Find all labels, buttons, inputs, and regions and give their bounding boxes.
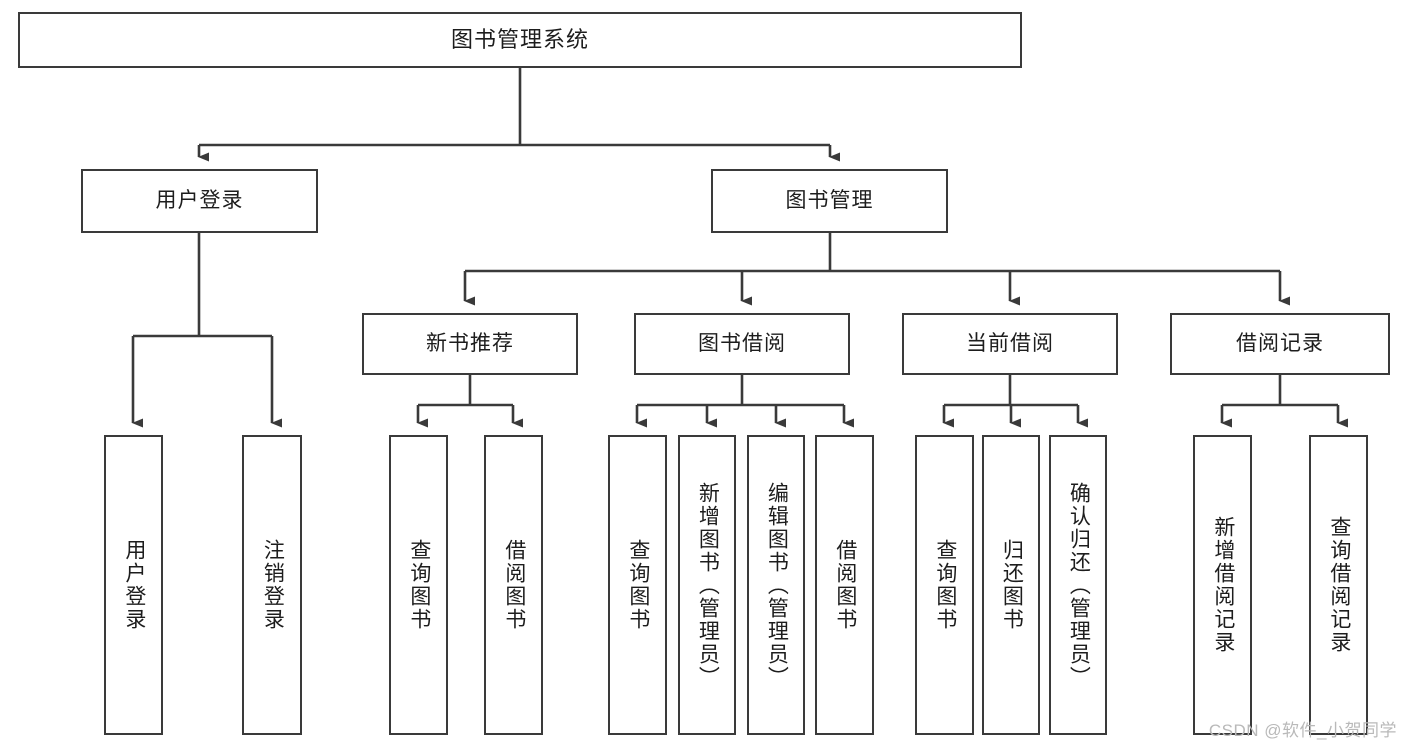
node-label: 借阅记录	[1236, 332, 1324, 356]
node-label: 图书管理系统	[450, 26, 589, 52]
leaf-user-login-login[interactable]: 用户登录	[104, 435, 163, 735]
node-label: 归还图书	[1000, 539, 1024, 631]
leaf-new-book-query[interactable]: 查询图书	[389, 435, 448, 735]
leaf-book-borrow-add[interactable]: 新增图书（管理员）	[678, 435, 736, 735]
node-label: 确认归还（管理员）	[1067, 481, 1091, 689]
leaf-current-borrow-query[interactable]: 查询图书	[915, 435, 974, 735]
node-root-system[interactable]: 图书管理系统	[18, 12, 1022, 68]
node-label: 图书管理	[785, 189, 874, 213]
node-label: 借阅图书	[833, 539, 857, 631]
node-book-management[interactable]: 图书管理	[711, 169, 948, 233]
node-label: 查询借阅记录	[1327, 516, 1351, 654]
node-label: 图书借阅	[698, 332, 786, 356]
leaf-new-book-borrow[interactable]: 借阅图书	[484, 435, 543, 735]
node-label: 当前借阅	[966, 332, 1054, 356]
node-label: 查询图书	[626, 539, 650, 631]
node-label: 查询图书	[933, 539, 957, 631]
leaf-user-login-logout[interactable]: 注销登录	[242, 435, 302, 735]
node-new-book-recommend[interactable]: 新书推荐	[362, 313, 578, 375]
node-label: 编辑图书（管理员）	[765, 481, 789, 689]
node-book-borrow[interactable]: 图书借阅	[634, 313, 850, 375]
node-label: 借阅图书	[502, 539, 526, 631]
leaf-current-borrow-return[interactable]: 归还图书	[982, 435, 1040, 735]
node-label: 新增借阅记录	[1211, 516, 1235, 654]
leaf-borrow-record-query[interactable]: 查询借阅记录	[1309, 435, 1368, 735]
leaf-current-borrow-confirm-return[interactable]: 确认归还（管理员）	[1049, 435, 1107, 735]
node-user-login[interactable]: 用户登录	[81, 169, 318, 233]
node-label: 用户登录	[155, 189, 244, 213]
node-borrow-record[interactable]: 借阅记录	[1170, 313, 1390, 375]
node-label: 用户登录	[122, 539, 146, 631]
node-label: 新增图书（管理员）	[696, 481, 720, 689]
node-label: 新书推荐	[426, 332, 514, 356]
leaf-borrow-record-add[interactable]: 新增借阅记录	[1193, 435, 1252, 735]
csdn-watermark: CSDN @软件_小贺同学	[1208, 721, 1397, 740]
node-label: 注销登录	[261, 539, 285, 631]
node-label: 查询图书	[407, 539, 431, 631]
leaf-book-borrow-borrow[interactable]: 借阅图书	[815, 435, 874, 735]
leaf-book-borrow-query[interactable]: 查询图书	[608, 435, 667, 735]
leaf-book-borrow-edit[interactable]: 编辑图书（管理员）	[747, 435, 805, 735]
node-current-borrow[interactable]: 当前借阅	[902, 313, 1118, 375]
